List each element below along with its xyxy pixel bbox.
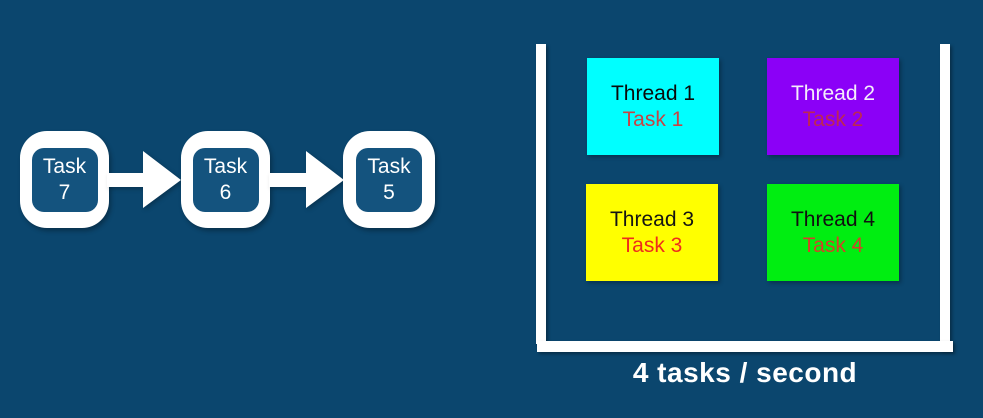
task-box-5-line1: Task bbox=[367, 154, 411, 178]
task-box-5: Task 5 bbox=[343, 131, 435, 228]
arrow-right-icon bbox=[269, 150, 344, 209]
thread-1-name: Thread 1 bbox=[610, 81, 696, 105]
task-box-6: Task 6 bbox=[181, 131, 270, 228]
throughput-caption: 4 tasks / second bbox=[632, 357, 858, 388]
thread-3-task: Task 3 bbox=[621, 233, 683, 257]
bracket-left-bar bbox=[536, 44, 546, 344]
thread-2-task: Task 2 bbox=[802, 107, 864, 131]
task-box-7-label: Task 7 bbox=[31, 147, 98, 212]
thread-4-name: Thread 4 bbox=[790, 207, 876, 231]
task-box-6-line2: 6 bbox=[219, 180, 232, 204]
task-box-7-line2: 7 bbox=[58, 180, 71, 204]
thread-4-box: Thread 4 Task 4 bbox=[767, 184, 899, 281]
task-box-7-line1: Task bbox=[42, 154, 87, 178]
task-box-7: Task 7 bbox=[20, 131, 109, 228]
thread-4-task: Task 4 bbox=[802, 233, 864, 257]
thread-2-name: Thread 2 bbox=[790, 81, 876, 105]
thread-1-task: Task 1 bbox=[622, 107, 684, 131]
thread-2-box: Thread 2 Task 2 bbox=[767, 58, 899, 155]
thread-1-box: Thread 1 Task 1 bbox=[587, 58, 719, 155]
bracket-right-bar bbox=[940, 44, 950, 350]
arrow-right-icon bbox=[107, 150, 181, 209]
thread-3-box: Thread 3 Task 3 bbox=[586, 184, 718, 281]
task-box-6-label: Task 6 bbox=[192, 147, 259, 212]
thread-3-name: Thread 3 bbox=[609, 207, 695, 231]
task-box-5-line2: 5 bbox=[383, 180, 395, 204]
task-box-6-line1: Task bbox=[203, 154, 248, 178]
bracket-bottom-bar bbox=[537, 341, 953, 352]
task-box-5-label: Task 5 bbox=[356, 147, 422, 212]
